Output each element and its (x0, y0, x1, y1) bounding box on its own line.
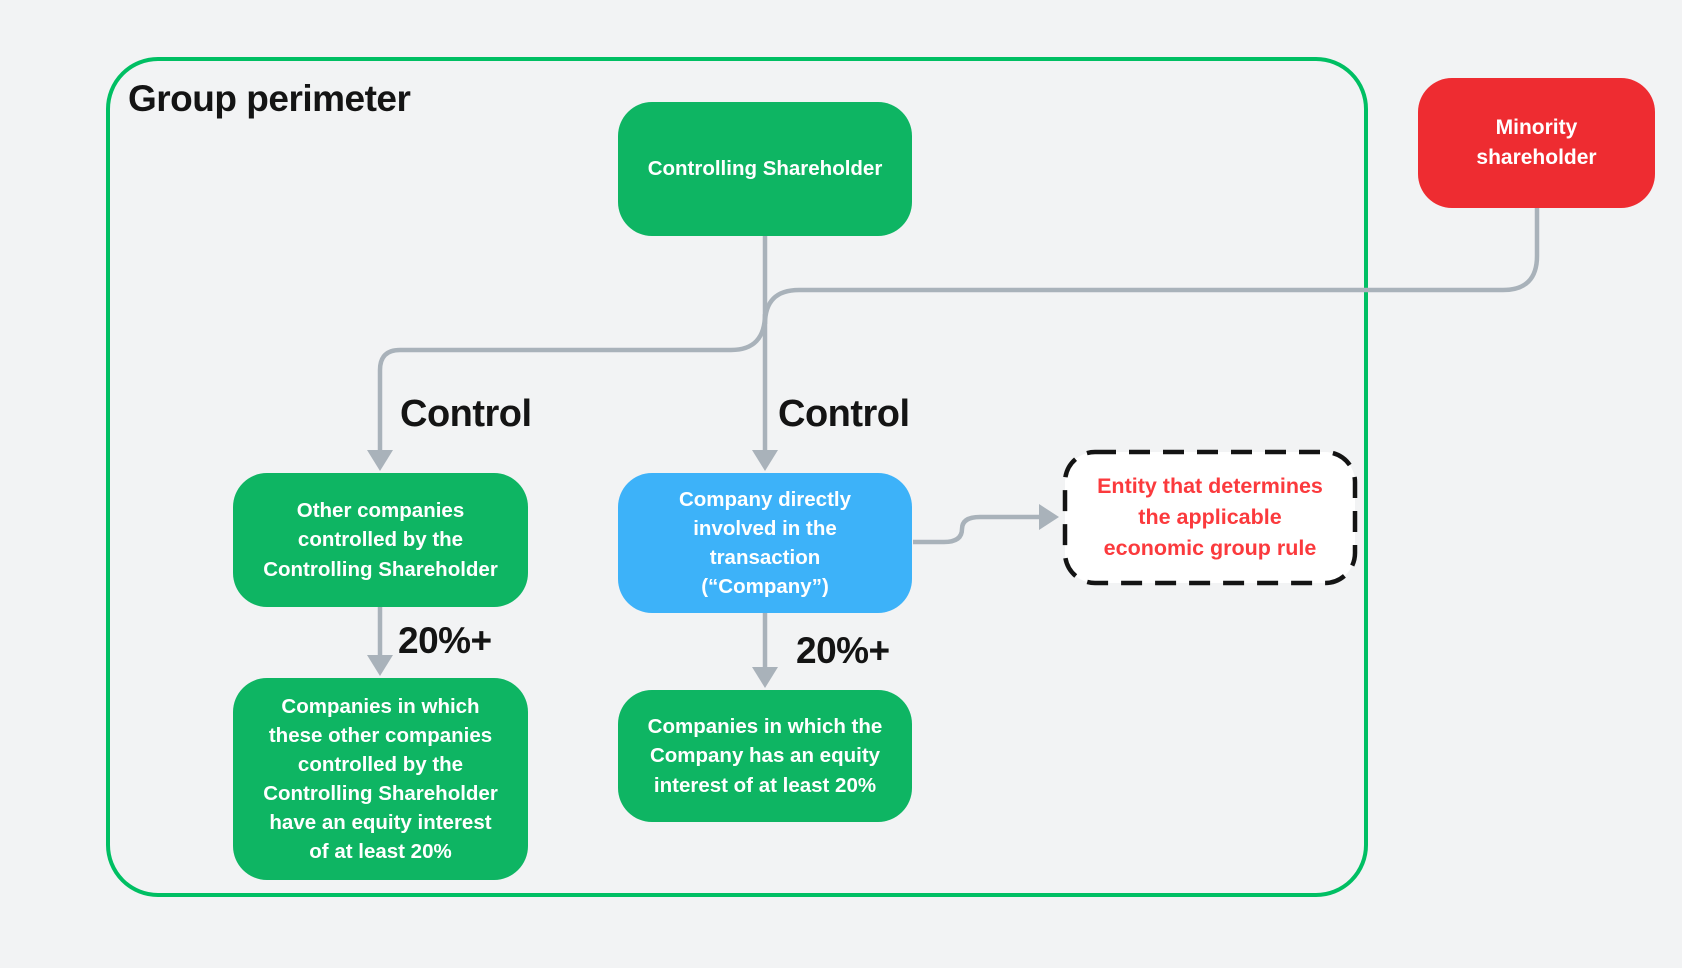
edge-minority-to-company (762, 208, 1540, 325)
group-perimeter-border (106, 57, 1368, 897)
arrowhead-into-other-companies (367, 450, 393, 471)
edge-label-control-left: Control (400, 393, 532, 435)
edge-label-control-center: Control (778, 393, 910, 435)
node-other-companies-label: Other companies controlled by the Contro… (263, 499, 498, 581)
arrowhead-into-entity (1039, 504, 1059, 530)
arrowhead-into-other-equity (367, 655, 393, 676)
node-entity-rule-label: Entity that determines the applicable ec… (1097, 473, 1323, 561)
node-entity-rule: Entity that determines the applicable ec… (1063, 452, 1357, 583)
arrowhead-into-company-equity (752, 667, 778, 688)
node-minority-shareholder: Minority shareholder (1418, 78, 1655, 208)
node-controlling-shareholder: Controlling Shareholder (618, 102, 912, 236)
node-company-label: Company directly involved in the transac… (678, 487, 852, 599)
entity-dashed-border (1062, 449, 1358, 586)
node-controlling-shareholder-label: Controlling Shareholder (647, 157, 883, 181)
edge-controlling-to-other-companies (377, 313, 768, 452)
edge-label-20pct-center: 20%+ (796, 630, 890, 671)
node-other-companies-equity-label: Companies in which these other companies… (263, 694, 498, 864)
node-other-companies: Other companies controlled by the Contro… (233, 473, 528, 607)
node-company-equity-label: Companies in which the Company has an eq… (647, 715, 883, 797)
arrowhead-into-company (752, 450, 778, 471)
group-perimeter-title: Group perimeter (128, 78, 411, 119)
node-minority-shareholder-label: Minority shareholder (1476, 116, 1597, 169)
node-company-equity: Companies in which the Company has an eq… (618, 690, 912, 822)
edge-label-20pct-left: 20%+ (398, 620, 492, 661)
edge-company-to-entity (913, 514, 1041, 545)
node-other-companies-equity: Companies in which these other companies… (233, 678, 528, 880)
node-company: Company directly involved in the transac… (618, 473, 912, 613)
